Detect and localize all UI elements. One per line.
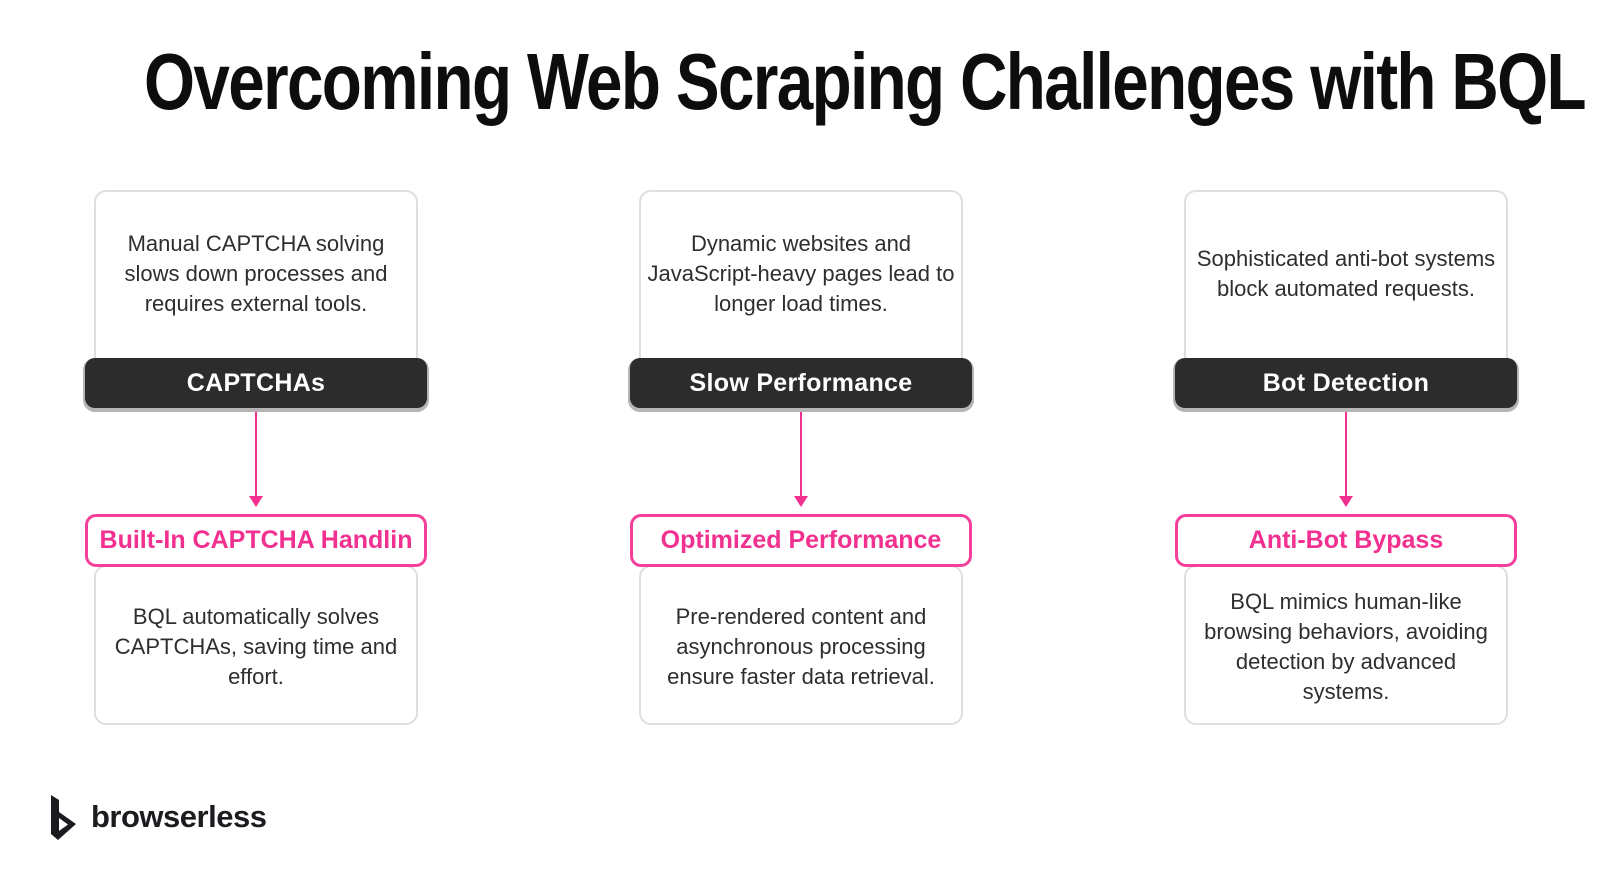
solution-label-badge: Anti-Bot Bypass <box>1175 514 1517 567</box>
arrow-shaft <box>799 412 803 497</box>
solution-description-card: BQL automatically solves CAPTCHAs, savin… <box>94 565 418 725</box>
browserless-b-icon <box>51 795 76 840</box>
challenge-label-badge: CAPTCHAs <box>85 358 427 408</box>
challenge-description-text: Dynamic websites and JavaScript-heavy pa… <box>647 230 955 316</box>
solution-label-badge: Built-In CAPTCHA Handlin <box>85 514 427 567</box>
brand-name: browserless <box>91 799 267 834</box>
challenge-label-text: CAPTCHAs <box>186 368 326 397</box>
challenge-label-text: Slow Performance <box>689 368 913 397</box>
challenge-label-badge: Slow Performance <box>630 358 972 408</box>
page-title: Overcoming Web Scraping Challenges with … <box>144 37 1587 126</box>
arrow-shaft <box>254 412 258 497</box>
arrow-head <box>249 496 263 507</box>
arrow-head <box>794 496 808 507</box>
solution-description-card: Pre-rendered content and asynchronous pr… <box>639 565 963 725</box>
solution-description-text: BQL automatically solves CAPTCHAs, savin… <box>114 604 398 689</box>
challenge-description-text: Manual CAPTCHA solving slows down proces… <box>124 230 388 316</box>
brand-logo: browserless <box>45 792 267 842</box>
challenge-description-text: Sophisticated anti-bot systems block aut… <box>1196 245 1496 301</box>
solution-label-text: Anti-Bot Bypass <box>1248 526 1444 554</box>
solution-label-badge: Optimized Performance <box>630 514 972 567</box>
solution-label-text: Optimized Performance <box>660 526 942 554</box>
solution-label-text: Built-In CAPTCHA Handlin <box>99 526 413 554</box>
flow-column-bot-detection: Sophisticated anti-bot systems block aut… <box>1175 190 1517 735</box>
solution-description-card: BQL mimics human-like browsing behaviors… <box>1184 565 1508 725</box>
flow-column-captchas: Manual CAPTCHA solving slows down proces… <box>85 190 427 735</box>
solution-description-text: Pre-rendered content and asynchronous pr… <box>667 604 935 689</box>
challenge-label-badge: Bot Detection <box>1175 358 1517 408</box>
arrow-head <box>1339 496 1353 507</box>
solution-description-text: BQL mimics human-like browsing behaviors… <box>1204 589 1488 704</box>
flow-column-slow-performance: Dynamic websites and JavaScript-heavy pa… <box>630 190 972 735</box>
arrow-shaft <box>1344 412 1348 497</box>
challenge-label-text: Bot Detection <box>1262 368 1430 397</box>
